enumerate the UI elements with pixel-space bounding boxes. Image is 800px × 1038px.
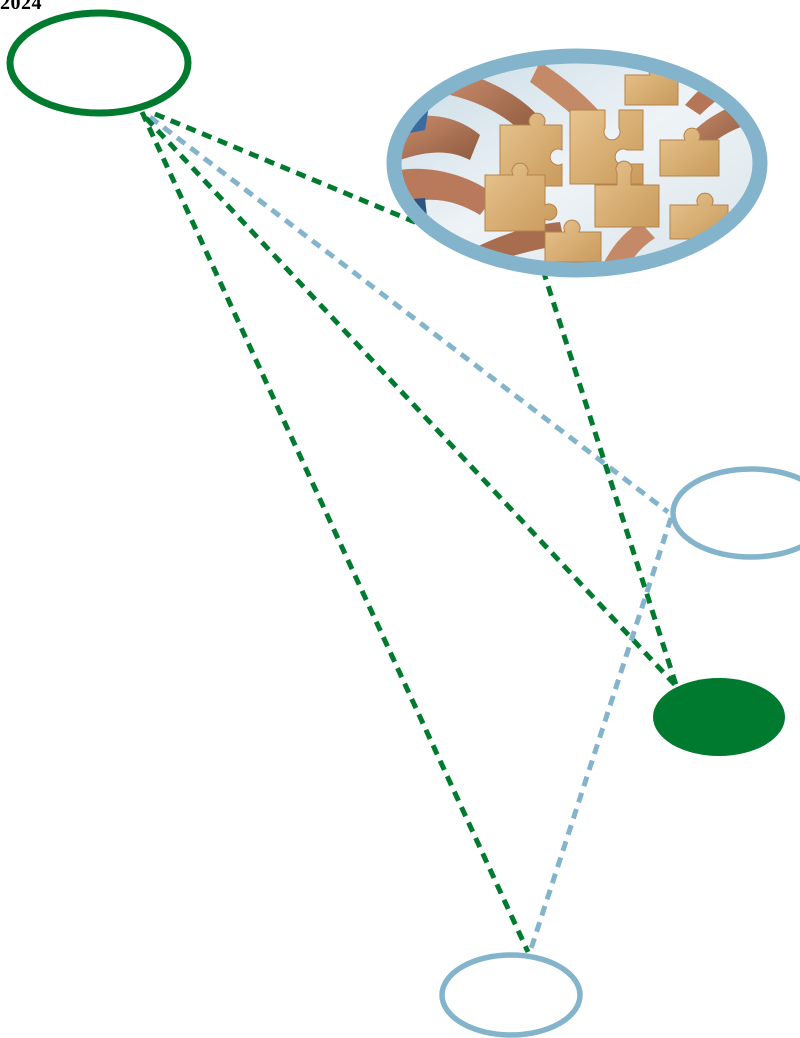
- node-right-filled: [653, 678, 785, 756]
- node-bottom: [442, 955, 580, 1035]
- connector-node-photo-to-node-right-filled: [543, 270, 677, 688]
- node-right-middle: [673, 469, 800, 557]
- node-photo: [394, 56, 760, 275]
- connector-node-right-middle-to-node-bottom: [530, 518, 671, 952]
- node-top-left: [10, 13, 188, 113]
